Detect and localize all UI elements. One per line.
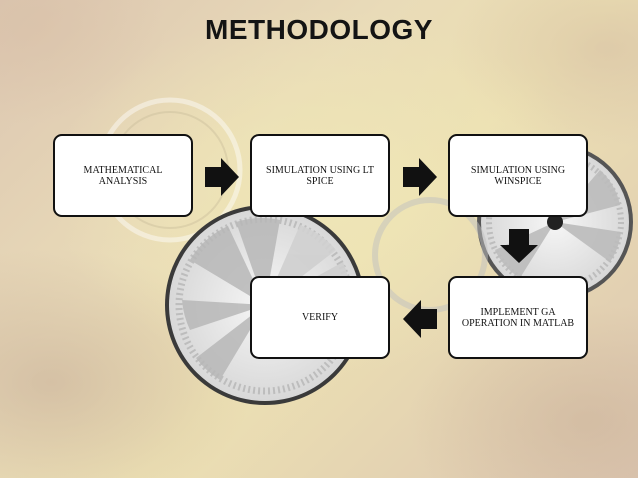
- step-implement-ga: IMPLEMENT GA OPERATION IN MATLAB: [448, 276, 588, 359]
- arrow-down-icon: [500, 229, 538, 263]
- step-simulation-lt-spice: SIMULATION USING LT SPICE: [250, 134, 390, 217]
- arrow-right-icon: [403, 158, 437, 196]
- step-label: VERIFY: [301, 312, 339, 323]
- arrow-right-icon: [205, 158, 239, 196]
- step-mathematical-analysis: MATHEMATICAL ANALYSIS: [53, 134, 193, 217]
- slide-title: METHODOLOGY: [205, 14, 433, 45]
- arrow-left-icon: [403, 300, 437, 338]
- step-simulation-winspice: SIMULATION USING WINSPICE: [448, 134, 588, 217]
- step-verify: VERIFY: [250, 276, 390, 359]
- step-label: SIMULATION USING WINSPICE: [470, 164, 566, 187]
- step-label: MATHEMATICAL ANALYSIS: [83, 164, 163, 187]
- step-label: IMPLEMENT GA OPERATION IN MATLAB: [461, 306, 575, 329]
- step-label: SIMULATION USING LT SPICE: [266, 164, 374, 187]
